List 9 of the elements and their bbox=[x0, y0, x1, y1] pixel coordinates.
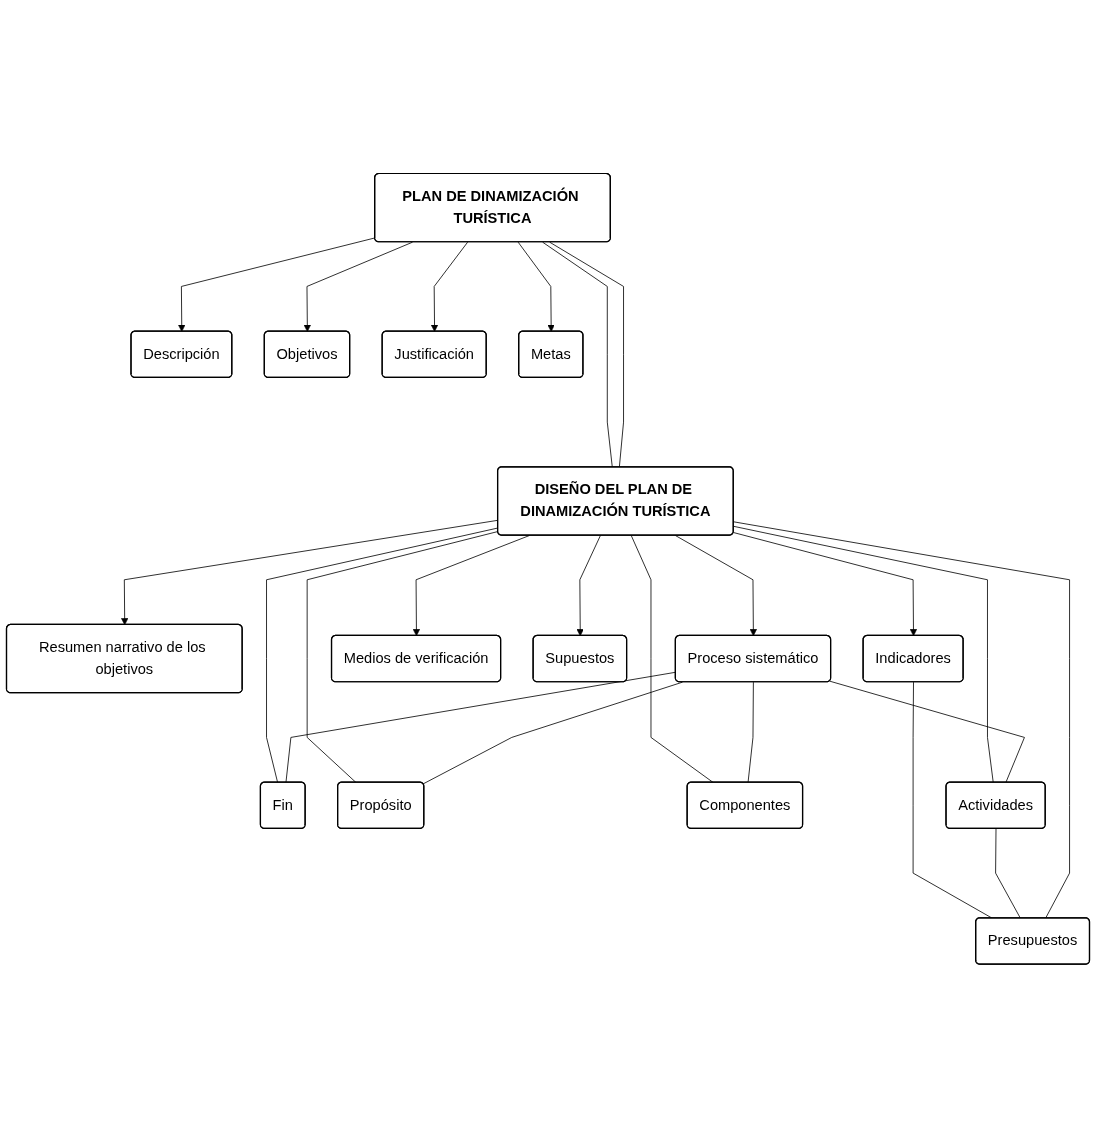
connector bbox=[422, 681, 683, 785]
connector bbox=[549, 241, 624, 468]
connector bbox=[266, 527, 499, 784]
connector bbox=[630, 535, 714, 784]
connector bbox=[829, 680, 1025, 784]
connector bbox=[306, 531, 499, 784]
connector bbox=[995, 828, 1021, 919]
connector bbox=[542, 241, 613, 468]
connector bbox=[747, 681, 754, 784]
